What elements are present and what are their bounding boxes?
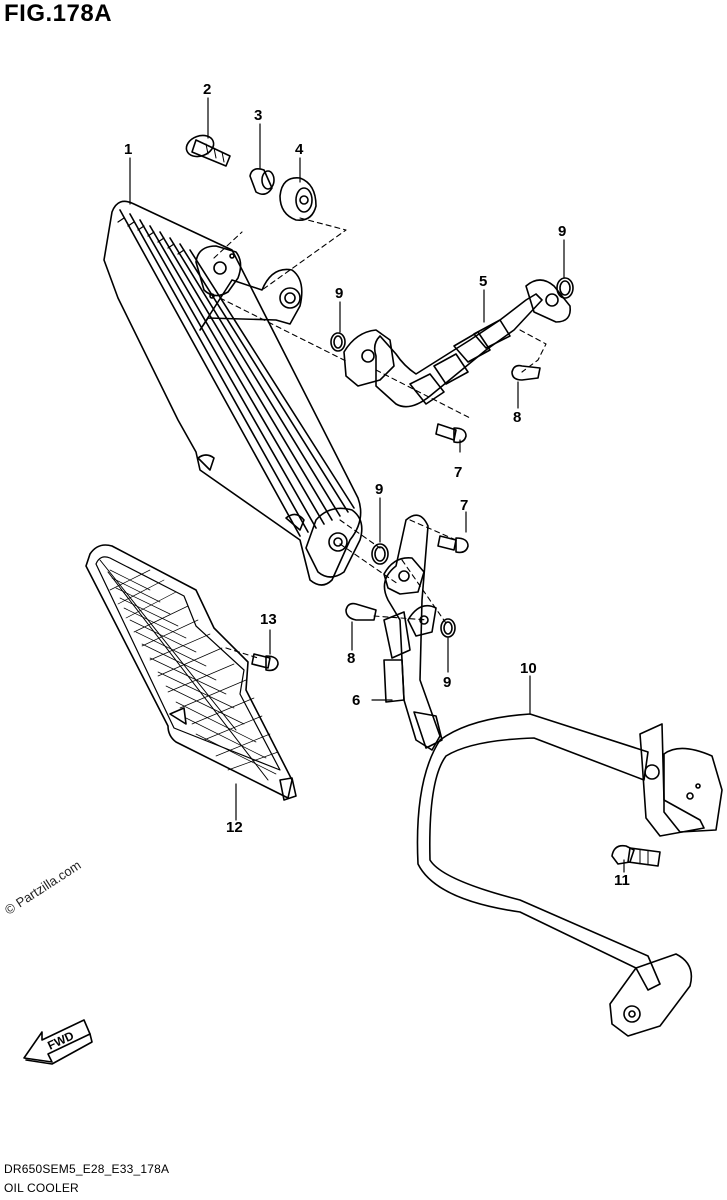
- fwd-label: FWD: [45, 1028, 76, 1052]
- part-o-ring-9b: [330, 332, 346, 352]
- part-bolt-8a: [511, 364, 541, 381]
- callout-3: 3: [254, 107, 263, 124]
- callout-11: 11: [614, 872, 630, 889]
- part-bolt-2: [185, 134, 231, 167]
- part-o-ring-9a: [556, 277, 574, 299]
- part-o-ring-9d: [440, 618, 456, 638]
- callout-leader-lines: [129, 97, 625, 873]
- callout-7a: 7: [454, 464, 463, 481]
- part-bolt-8b: [345, 602, 377, 621]
- part-bolt-11: [611, 844, 661, 867]
- dashed-leader-lines: [213, 217, 547, 659]
- part-oil-cooler: [103, 200, 363, 586]
- callout-8a: 8: [513, 409, 522, 426]
- callout-1: 1: [124, 141, 133, 158]
- callout-5: 5: [479, 273, 488, 290]
- figure-name: OIL COOLER: [4, 1181, 79, 1195]
- part-pipe-6: [383, 514, 443, 751]
- part-guard-10: [416, 713, 723, 1037]
- part-screw-13: [251, 653, 279, 672]
- figure-title: FIG.178A: [4, 0, 113, 27]
- callout-12: 12: [226, 819, 243, 836]
- callout-9c: 9: [375, 481, 384, 498]
- callout-9a: 9: [558, 223, 567, 240]
- callout-7b: 7: [460, 497, 469, 514]
- part-bolt-7a: [435, 423, 467, 444]
- callout-9d: 9: [443, 674, 452, 691]
- callout-10: 10: [520, 660, 537, 677]
- callout-13: 13: [260, 611, 277, 628]
- callout-6: 6: [352, 692, 361, 709]
- part-hose-5: [343, 279, 572, 408]
- callout-4: 4: [295, 141, 304, 158]
- part-bolt-7b: [437, 535, 469, 554]
- part-o-ring-9c: [371, 543, 389, 565]
- callout-2: 2: [203, 81, 212, 98]
- part-cover-12: [85, 544, 297, 801]
- part-collar-3: [249, 168, 275, 196]
- figure-code: DR650SEM5_E28_E33_178A: [4, 1162, 170, 1176]
- fwd-arrow-icon: FWD: [23, 1019, 93, 1065]
- callout-9b: 9: [335, 285, 344, 302]
- part-cushion-4: [279, 177, 317, 222]
- callout-8b: 8: [347, 650, 356, 667]
